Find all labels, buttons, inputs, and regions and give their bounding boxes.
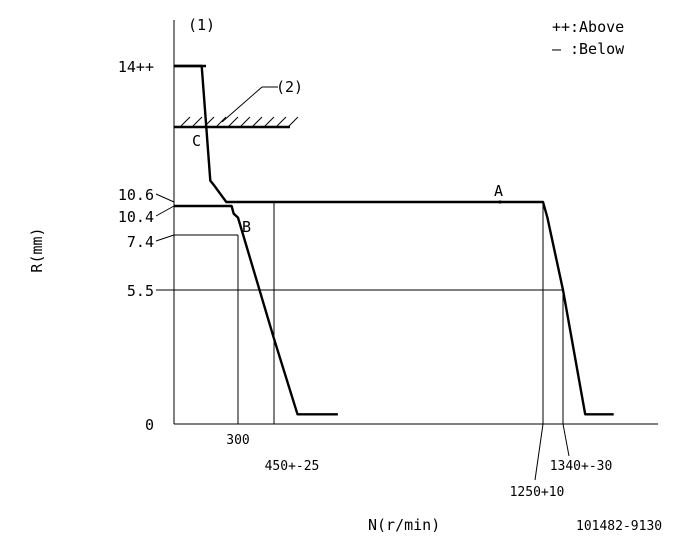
y-tick-label-0: 14++ [118,58,154,76]
y-tick-leader-2 [155,205,175,217]
point-a-label: A [494,182,503,200]
stop-hatch-7 [263,116,275,128]
point-c-label: C [192,132,201,150]
x-tick-label-1: 450+-25 [265,459,320,474]
x-tick-leader-3 [562,423,570,457]
stop-hatch-1 [191,116,203,128]
y-tick-label-3: 7.4 [127,233,154,251]
y-tick-label-4: 5.5 [127,282,154,300]
drawing-number: 101482-9130 [576,519,662,534]
stop-hatch-4 [227,116,239,128]
stop-hatch-8 [275,116,287,128]
stop-line [174,116,299,129]
legend-text-below: :Below [570,40,625,58]
legend-text-above: :Above [570,18,624,36]
point-b-label: B [242,218,251,236]
y-tick-label-5: 0 [145,416,154,434]
guide-lines [174,202,564,424]
y-tick-label-2: 10.4 [118,208,154,226]
legend-symbol-above: ++ [552,18,570,36]
stop-hatch-5 [239,116,251,128]
stop-hatch-9 [287,116,299,128]
x-axis-label: N(r/min) [368,516,440,534]
stop-hatch-3 [215,116,227,128]
series-line-1 [174,64,614,416]
legend-symbol-below: — [552,40,562,58]
y-tick-leader-3 [155,234,175,242]
stop-hatch-6 [251,116,263,128]
curve-mark-2-leader-diag [221,86,263,123]
curve-mark-1: (1) [188,16,215,34]
x-tick-leader-2 [534,423,544,481]
x-tick-label-3: 1340+-30 [550,459,613,474]
point-a-marker [498,200,502,204]
x-tick-label-0: 300 [226,433,249,448]
y-axis-label: R(mm) [28,227,46,272]
curve-mark-2: (2) [276,78,303,96]
y-tick-label-1: 10.6 [118,186,154,204]
series-line-2 [174,204,338,416]
y-tick-labels: 14++ 10.6 10.4 7.4 5.5 0 [118,58,206,434]
legend: ++ :Above — :Below [552,18,625,58]
y-tick-leader-1 [155,193,175,203]
x-tick-label-2: 1250+10 [510,485,565,500]
stop-hatch-0 [179,116,191,128]
series-group [173,64,614,416]
x-tick-labels: 300 450+-25 1250+10 1340+-30 [226,423,613,500]
